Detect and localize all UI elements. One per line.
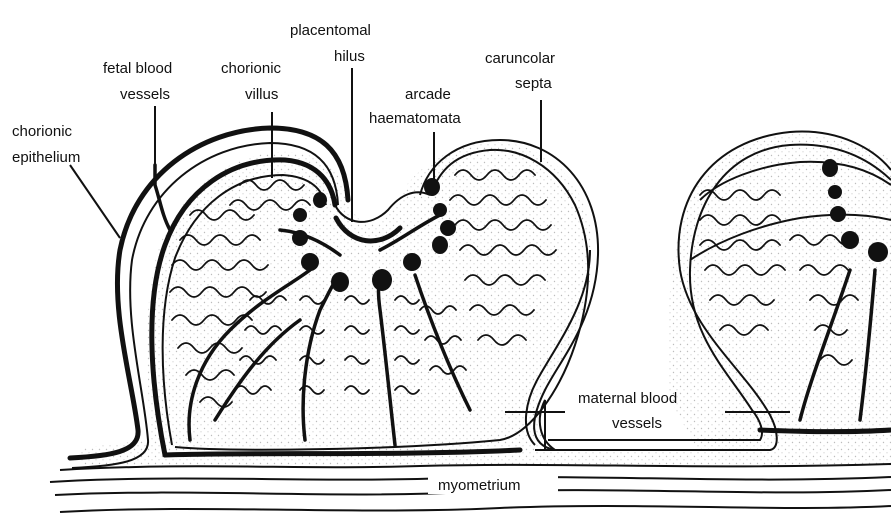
label-caruncolar-septa-1: caruncolar (485, 50, 555, 67)
label-myometrium: myometrium (438, 477, 521, 494)
label-placentomal-hilus-1: placentomal (290, 22, 371, 39)
label-chorionic-villus-1: chorionic (221, 60, 282, 77)
label-fetal-blood-vessels-2: vessels (120, 86, 170, 103)
label-maternal-blood-vessels-2: vessels (612, 415, 662, 432)
label-arcade-haematomata-1: arcade (405, 86, 451, 103)
label-chorionic-villus-2: villus (245, 86, 278, 103)
label-fetal-blood-vessels-1: fetal blood (103, 60, 172, 77)
label-chorionic-epithelium-2: epithelium (12, 149, 80, 166)
label-arcade-haematomata-2: haematomata (369, 110, 461, 127)
label-caruncolar-septa-2: septa (515, 75, 552, 92)
label-chorionic-epithelium-1: chorionic (12, 123, 73, 140)
label-maternal-blood-vessels-1: maternal blood (578, 390, 677, 407)
label-placentomal-hilus-2: hilus (334, 48, 365, 65)
